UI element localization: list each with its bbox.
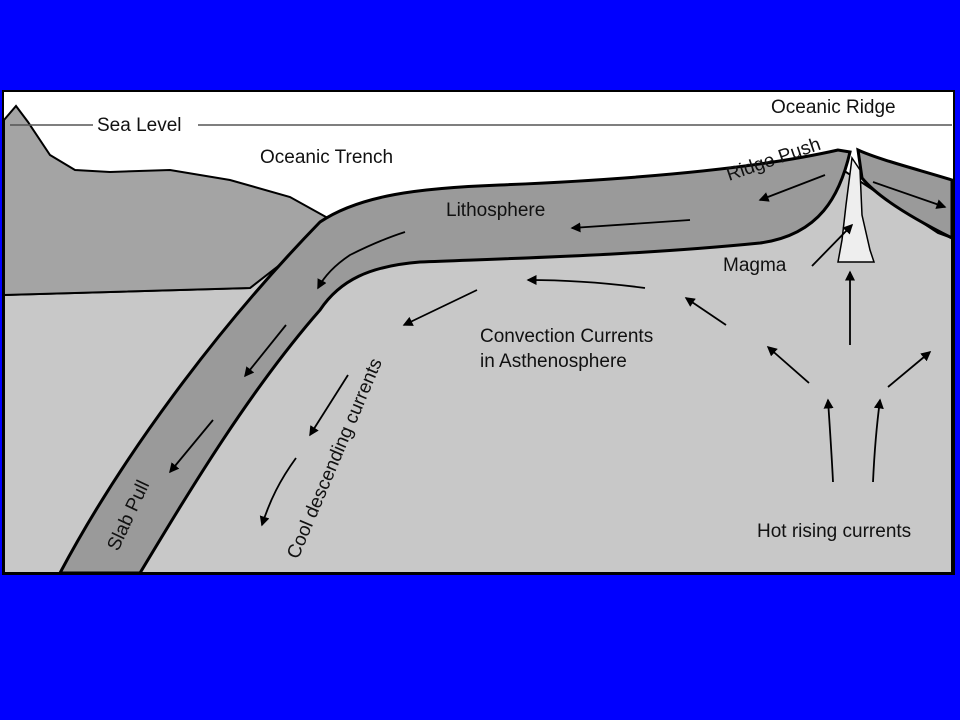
arrow-icon: [684, 297, 727, 326]
arrow-icon: [766, 346, 810, 384]
lithosphere-plate: [57, 148, 852, 575]
convection-flow-arrows: [259, 223, 932, 527]
lithosphere-label: Lithosphere: [446, 200, 545, 221]
arrow-icon: [570, 219, 691, 233]
lithosphere-flow-arrows: [169, 174, 947, 474]
arrow-icon: [872, 398, 884, 483]
arrow-icon: [259, 457, 297, 527]
arrow-icon: [244, 324, 287, 378]
arrow-icon: [317, 231, 406, 290]
arrow-icon: [309, 374, 349, 437]
hot-rising-currents-label: Hot rising currents: [757, 521, 911, 542]
oceanic-trench-label: Oceanic Trench: [260, 147, 393, 168]
arrow-icon: [887, 351, 932, 388]
convection-currents-label-line1: Convection Currents: [480, 326, 653, 347]
arrow-icon: [169, 419, 214, 474]
arrow-icon: [402, 289, 478, 326]
arrow-icon: [526, 275, 646, 289]
sea-level-label: Sea Level: [97, 115, 182, 136]
arrow-icon: [811, 223, 854, 267]
convection-currents-label-line2: in Asthenosphere: [480, 351, 627, 372]
arrow-icon: [758, 174, 826, 202]
oceanic-ridge-label: Oceanic Ridge: [771, 97, 896, 118]
arrow-icon: [823, 398, 834, 483]
magma-label: Magma: [723, 255, 787, 276]
sea-level-label-bg: [93, 113, 198, 137]
magma-chamber: [837, 155, 876, 263]
arrow-icon: [872, 181, 947, 209]
